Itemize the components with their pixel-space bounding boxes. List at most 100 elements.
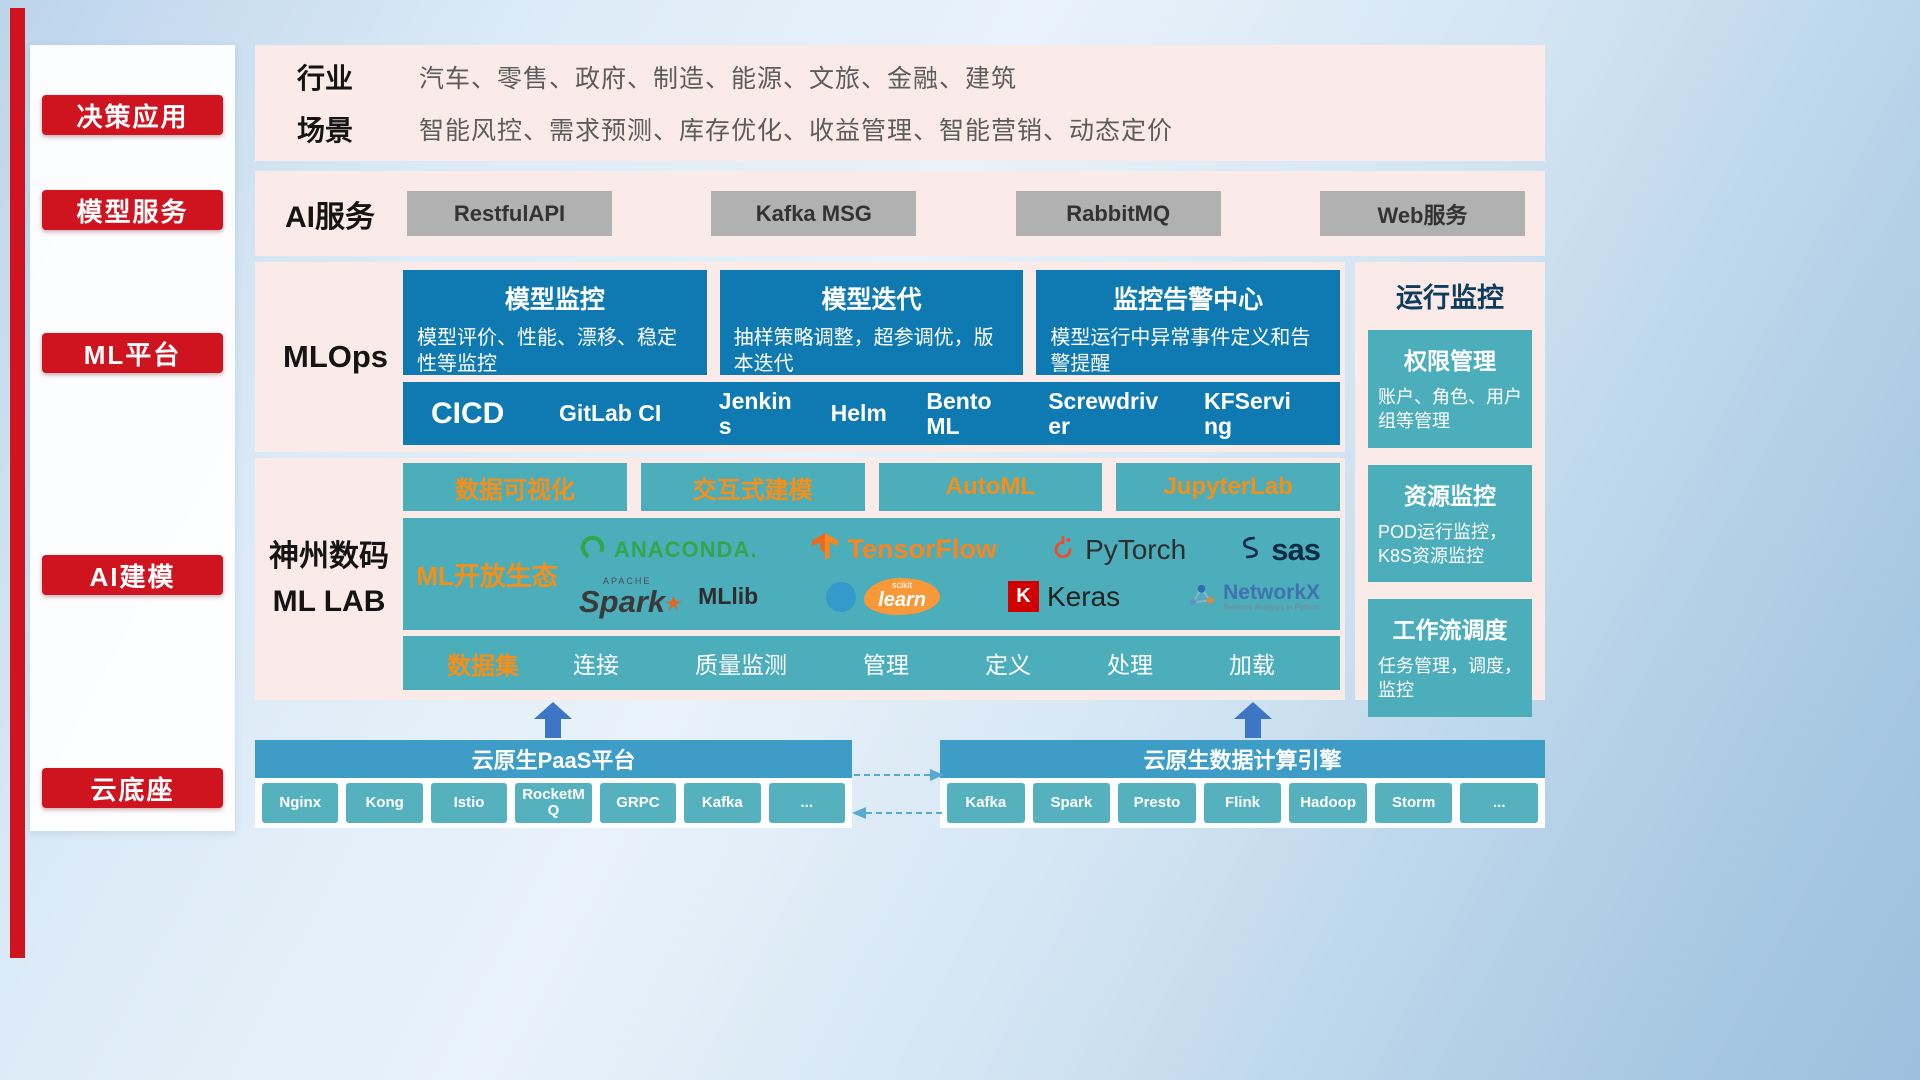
scenario-row: 场景 智能风控、需求预测、库存优化、收益管理、智能营销、动态定价 (255, 109, 1545, 149)
storm-chip: Storm (1374, 783, 1453, 823)
logo-row-1: ANACONDA. TensorFlow PyTorch sas (571, 532, 1328, 568)
layer-cloud-base: 云底座 (42, 768, 223, 808)
model-iteration-card: 模型迭代 抽样策略调整，超参调优，版本迭代 (719, 270, 1024, 375)
spark-apache-text: APACHE (603, 575, 652, 586)
dataset-define: 定义 (985, 652, 1031, 678)
up-arrow-icon (1234, 702, 1272, 743)
ml-lab-label: 神州数码 ML LAB (255, 458, 403, 700)
more-chip: ... (768, 783, 845, 823)
rabbitmq-chip: RabbitMQ (1015, 191, 1221, 236)
scikit-learn-blob: scikit learn (864, 578, 941, 615)
card-desc: 账户、角色、用户组等管理 (1378, 387, 1522, 432)
layer-ai-modeling: AI建模 (42, 555, 223, 595)
industry-row: 行业 汽车、零售、政府、制造、能源、文旅、金融、建筑 (255, 57, 1545, 97)
dataset-items: 连接 质量监测 管理 定义 处理 加载 (573, 646, 1275, 680)
pytorch-text: PyTorch (1085, 533, 1187, 565)
ml-ecosystem-box: ML开放生态 ANACONDA. TensorFlow (403, 518, 1340, 630)
left-red-stripe (10, 8, 25, 958)
tensorflow-icon (810, 532, 840, 567)
ml-lab-panel: 神州数码 ML LAB 数据可视化 交互式建模 AutoML JupyterLa… (255, 458, 1345, 700)
monitoring-cards: 权限管理 账户、角色、用户组等管理 资源监控 POD运行监控，K8S资源监控 工… (1368, 330, 1532, 717)
networkx-text: NetworkX (1223, 580, 1320, 604)
spark-star-icon (665, 586, 683, 617)
cicd-label: CICD (431, 396, 505, 430)
sas-logo: sas (1238, 532, 1321, 568)
data-engine-bar: 云原生数据计算引擎 (940, 740, 1545, 778)
alert-center-card: 监控告警中心 模型运行中异常事件定义和告警提醒 (1036, 270, 1340, 375)
paas-platform-bar: 云原生PaaS平台 (255, 740, 852, 778)
engine-components: Kafka Spark Presto Flink Hadoop Storm ..… (940, 778, 1545, 828)
cicd-bar: CICD GitLab CI Jenkins Helm BentoML Scre… (403, 382, 1340, 445)
model-monitoring-card: 模型监控 模型评价、性能、漂移、稳定性等监控 (403, 270, 707, 375)
keras-icon: K (1008, 581, 1039, 612)
spark-mllib-logo: APACHE Spark MLlib (579, 575, 758, 617)
card-title: 模型迭代 (821, 286, 922, 314)
networkx-icon (1188, 581, 1215, 613)
card-title: 资源监控 (1404, 482, 1496, 509)
ml-ecosystem-label: ML开放生态 (416, 560, 558, 591)
jupyterlab-chip: JupyterLab (1116, 463, 1340, 511)
dashed-arrows-icon (852, 769, 944, 819)
mlops-panel: MLOps 模型监控 模型评价、性能、漂移、稳定性等监控 模型迭代 抽样策略调整… (255, 262, 1345, 452)
scikit-text: scikit (892, 580, 913, 590)
automl-chip: AutoML (878, 463, 1103, 511)
scikit-learn-icon (826, 581, 857, 612)
istio-chip: Istio (430, 783, 508, 823)
dataset-label: 数据集 (447, 652, 519, 680)
layer-sidebar: 决策应用 模型服务 ML平台 AI建模 云底座 (30, 45, 235, 831)
interactive-modeling-chip: 交互式建模 (640, 463, 865, 511)
sas-icon (1238, 535, 1263, 565)
ai-service-label: AI服务 (285, 200, 375, 234)
dataset-quality: 质量监测 (695, 652, 787, 678)
layer-model-service: 模型服务 (42, 190, 223, 230)
kafka-engine-chip: Kafka (947, 783, 1025, 823)
resource-monitoring-card: 资源监控 POD运行监控，K8S资源监控 (1368, 464, 1532, 583)
industry-label: 行业 (297, 63, 354, 94)
jenkins-item: Jenkins (718, 388, 792, 439)
spark-wordmark: APACHE Spark (579, 575, 683, 617)
runtime-monitoring-title: 运行监控 (1396, 283, 1504, 313)
networkx-logo: NetworkX Network Analysis in Python (1188, 581, 1320, 613)
card-title: 监控告警中心 (1113, 286, 1264, 314)
card-title: 权限管理 (1404, 348, 1496, 374)
card-desc: 抽样策略调整，超参调优，版本迭代 (733, 327, 994, 375)
card-title: 工作流调度 (1392, 617, 1508, 644)
more-engine-chip: ... (1460, 783, 1539, 823)
card-desc: 模型评价、性能、漂移、稳定性等监控 (417, 327, 677, 375)
kafka-msg-chip: Kafka MSG (711, 191, 917, 236)
layer-ml-platform: ML平台 (42, 333, 223, 373)
ml-lab-label-line2: ML LAB (272, 585, 386, 618)
anaconda-text: ANACONDA. (614, 536, 758, 562)
dataset-connect: 连接 (573, 652, 619, 678)
tensorflow-text: TensorFlow (847, 534, 998, 564)
workflow-scheduling-card: 工作流调度 任务管理，调度，监控 (1368, 599, 1532, 717)
kafka-chip: Kafka (684, 783, 761, 823)
keras-k: K (1016, 585, 1031, 607)
dataset-process: 处理 (1107, 652, 1153, 678)
runtime-monitoring-panel: 运行监控 权限管理 账户、角色、用户组等管理 资源监控 POD运行监控，K8S资… (1355, 262, 1545, 717)
industry-scenario-panel: 行业 汽车、零售、政府、制造、能源、文旅、金融、建筑 场景 智能风控、需求预测、… (255, 45, 1545, 161)
cicd-items: GitLab CI Jenkins Helm BentoML Screwdriv… (559, 389, 1302, 437)
paas-components: Nginx Kong Istio RocketMQ GRPC Kafka ... (255, 778, 852, 828)
keras-text: Keras (1047, 580, 1121, 612)
spark-chip: Spark (1032, 783, 1111, 823)
flink-chip: Flink (1203, 783, 1282, 823)
anaconda-icon (579, 534, 606, 566)
card-desc: POD运行监控，K8S资源监控 (1378, 521, 1508, 566)
restfulapi-chip: RestfulAPI (407, 191, 612, 236)
tensorflow-logo: TensorFlow (810, 532, 998, 567)
kfserving-item: KFServing (1203, 388, 1291, 439)
logo-row-2: APACHE Spark MLlib scikit (571, 575, 1328, 617)
card-title: 模型监控 (504, 286, 605, 314)
hadoop-chip: Hadoop (1289, 783, 1367, 823)
layer-decision-apps: 决策应用 (42, 95, 223, 135)
industry-value: 汽车、零售、政府、制造、能源、文旅、金融、建筑 (419, 65, 1018, 93)
permission-management-card: 权限管理 账户、角色、用户组等管理 (1368, 330, 1532, 448)
mlops-content: 模型监控 模型评价、性能、漂移、稳定性等监控 模型迭代 抽样策略调整，超参调优，… (403, 270, 1340, 445)
presto-chip: Presto (1118, 783, 1196, 823)
ml-lab-content: 数据可视化 交互式建模 AutoML JupyterLab ML开放生态 ANA… (403, 463, 1340, 690)
ml-lab-tools: 数据可视化 交互式建模 AutoML JupyterLab (403, 463, 1340, 511)
card-desc: 任务管理，调度，监控 (1378, 656, 1522, 701)
pytorch-icon (1049, 533, 1077, 566)
